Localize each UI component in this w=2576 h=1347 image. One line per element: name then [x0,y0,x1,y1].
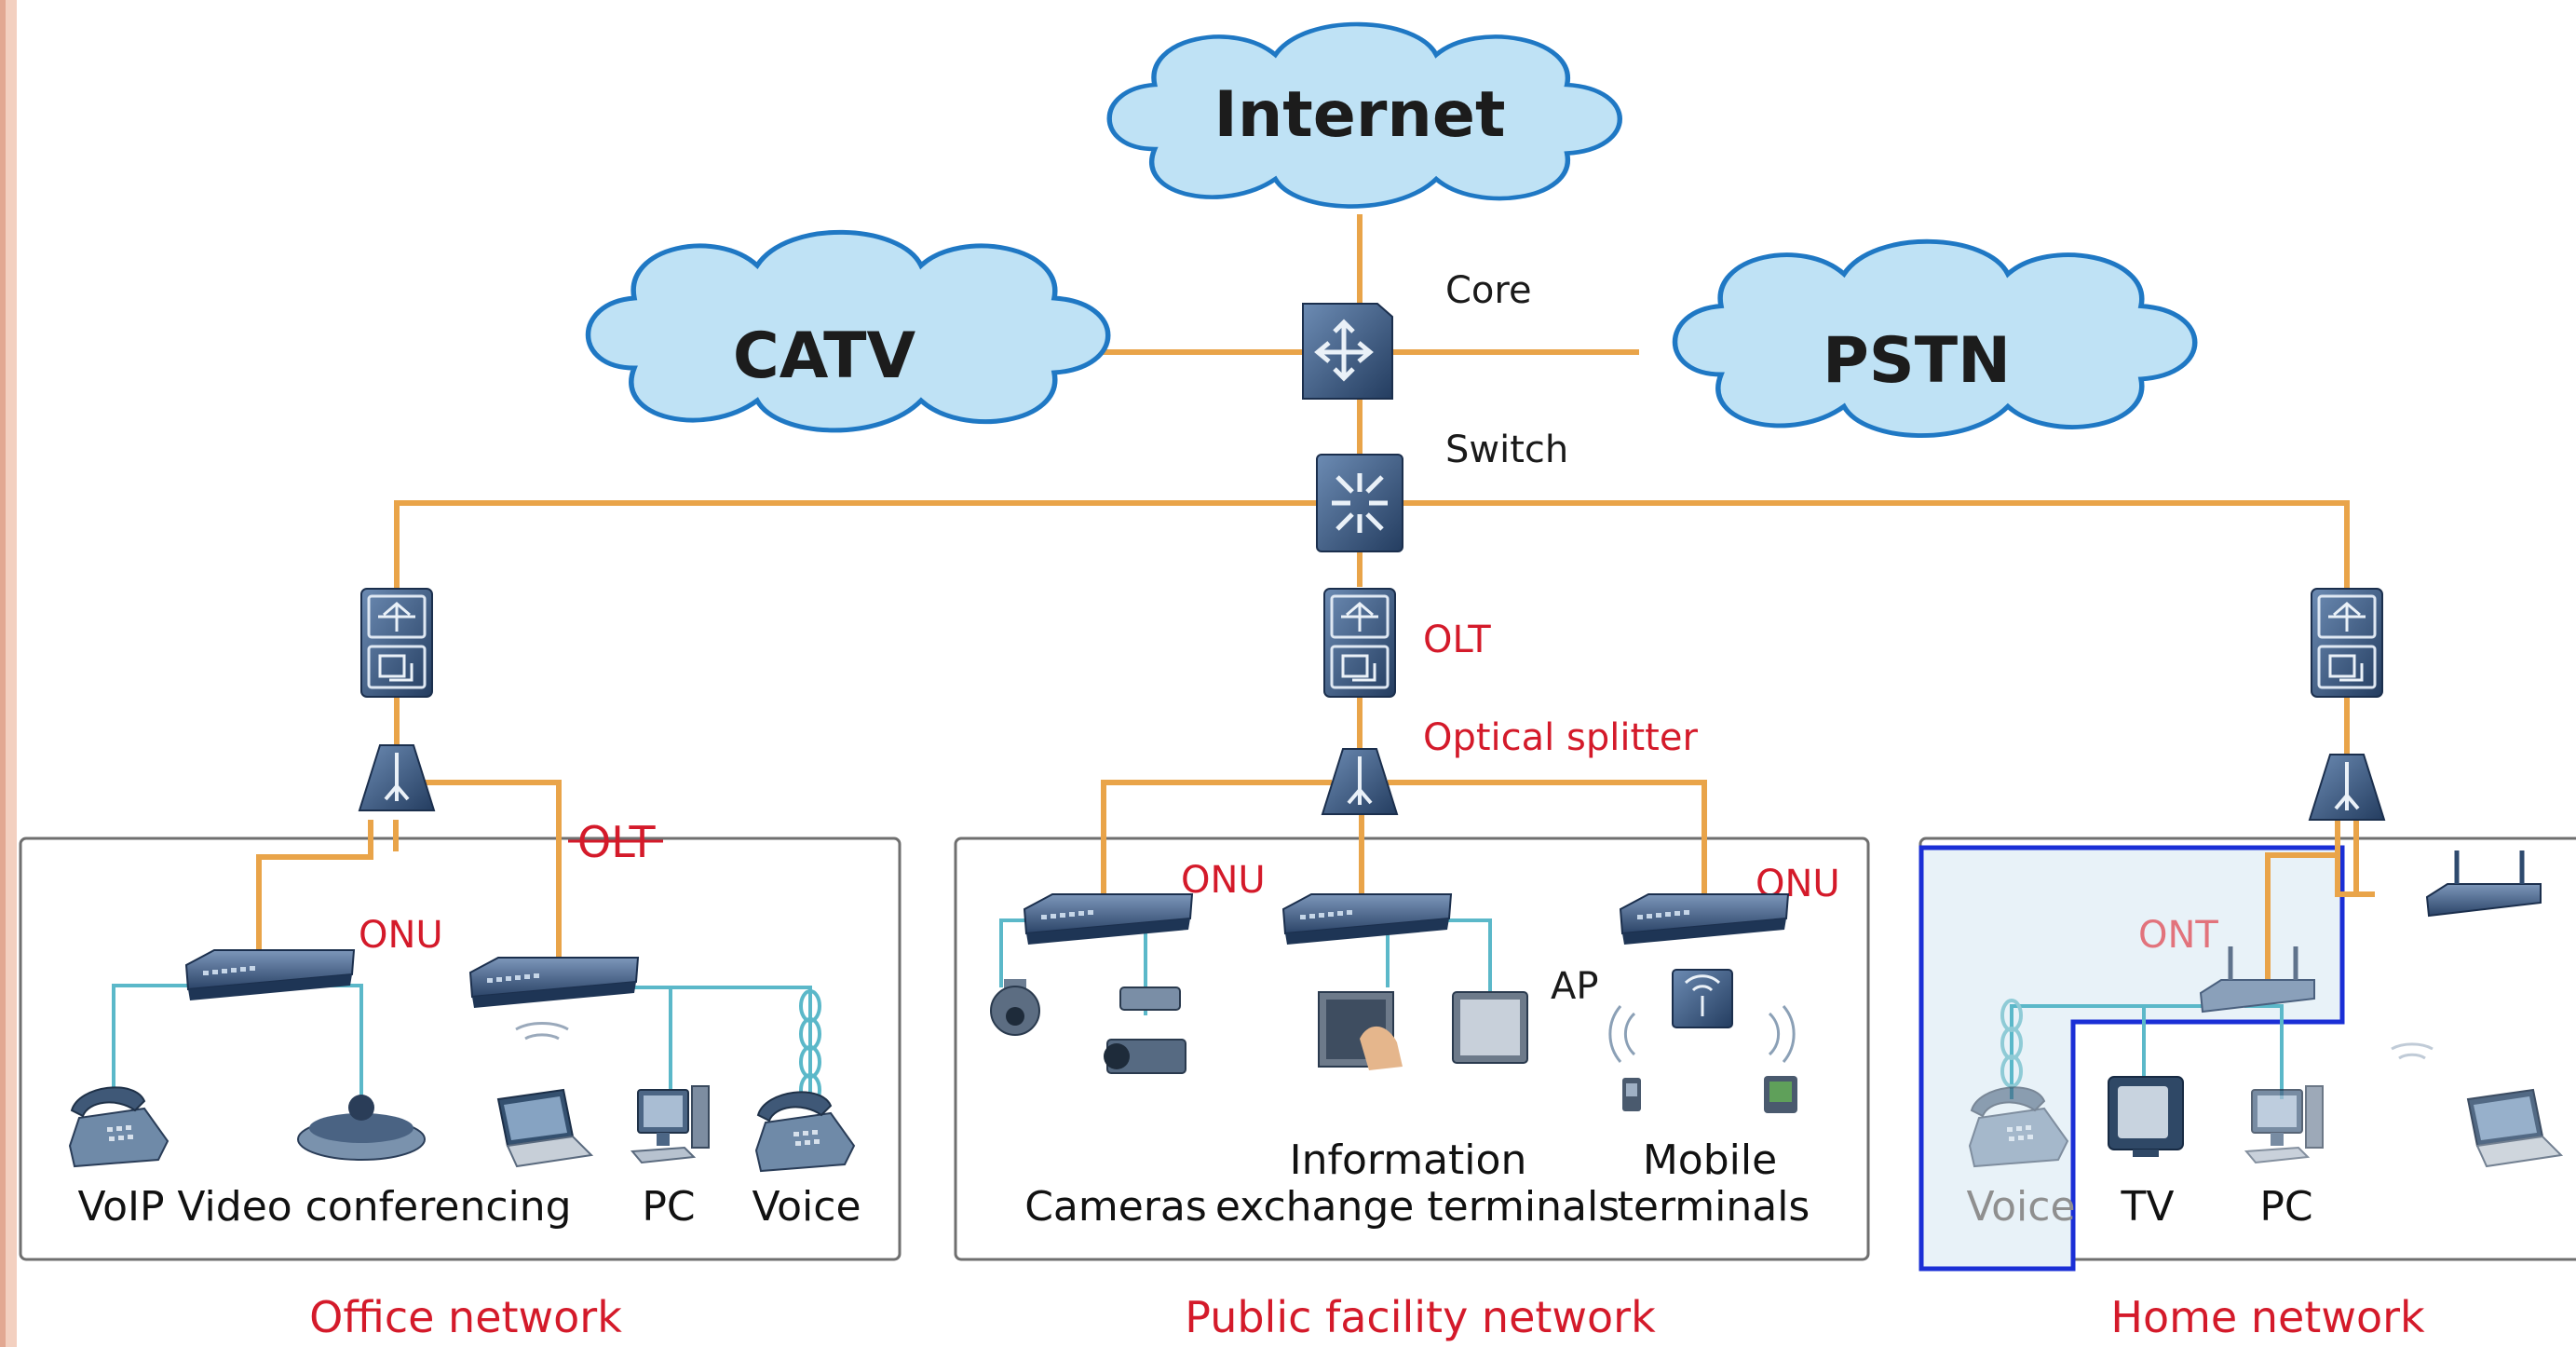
ont-icon [2199,946,2315,1014]
splitter-icon [358,743,436,812]
tv-icon [2108,1076,2184,1158]
router-icon [2425,850,2542,918]
switch-icon [1316,454,1403,552]
onu-icon [1620,893,1789,946]
olt-icon [359,587,434,699]
laptop-icon [2467,1089,2562,1167]
wifi-icon [515,1022,569,1041]
fiber-links [256,214,2375,987]
page-edge-dark [0,0,6,1347]
pda-icon [1764,1076,1797,1113]
pc-icon [2245,1085,2324,1163]
monitor-icon [1452,991,1528,1064]
camera-icon [990,979,1040,1036]
mobile-phone-icon [1622,1078,1641,1111]
onu-icon [1024,893,1193,946]
splitter-icon [1321,747,1399,816]
olt-icon [1322,587,1397,699]
olt-icon [2310,587,2384,699]
router-icon [1302,303,1393,400]
device-label-home-pc: PC [2259,1183,2312,1231]
catv-label: CATV [733,320,916,393]
public-network-box [954,837,1870,1261]
wifi-waves [1608,1005,1796,1063]
device-label-voip: VoIP [77,1183,164,1231]
office-onu-label: ONU [359,914,443,957]
device-label-home-voice: Voice [1966,1183,2075,1231]
coiled-cable [2000,999,2023,1088]
olt-label-center: OLT [1423,619,1491,661]
home-ont-label: ONT [2138,914,2218,957]
optical-splitter-label: Optical splitter [1423,716,1698,759]
device-label-voice: Voice [752,1183,861,1231]
device-label-mobile: Mobile [1643,1136,1777,1184]
device-label-terminals: terminals [1618,1183,1810,1231]
home-highlight-region [1918,845,2345,1272]
laptop-icon [497,1089,592,1167]
pstn-label: PSTN [1823,324,2011,398]
touch-terminal-icon [1318,991,1403,1070]
wifi-icon [2391,1042,2434,1060]
public-network-title: Public facility network [1185,1292,1656,1342]
pc-icon [631,1085,710,1163]
device-label-exchange-terminals: exchange terminals [1215,1183,1620,1231]
onu-icon [185,949,355,1001]
phone-icon [69,1086,169,1167]
device-label-tv: TV [2121,1183,2175,1231]
office-network-title: Office network [309,1292,622,1342]
home-network-title: Home network [2110,1292,2425,1342]
device-label-pc: PC [642,1183,695,1231]
phone-icon [755,1091,855,1172]
core-label: Core [1445,269,1532,312]
wifi-ap-icon [1672,969,1733,1028]
camera-icon [1104,986,1186,1074]
device-label-information: Information [1290,1136,1527,1184]
public-onu-left-label: ONU [1181,859,1266,902]
video-conference-icon [297,1095,426,1161]
onu-icon [1282,893,1452,946]
public-ap-label: AP [1551,965,1598,1008]
splitter-icon [2308,753,2386,822]
onu-icon [469,957,639,1009]
internet-label: Internet [1214,78,1506,152]
switch-label: Switch [1445,429,1568,471]
device-label-cameras: Cameras [1024,1183,1207,1231]
office-network-box [19,837,902,1261]
device-label-video-conferencing: Video conferencing [177,1183,571,1231]
